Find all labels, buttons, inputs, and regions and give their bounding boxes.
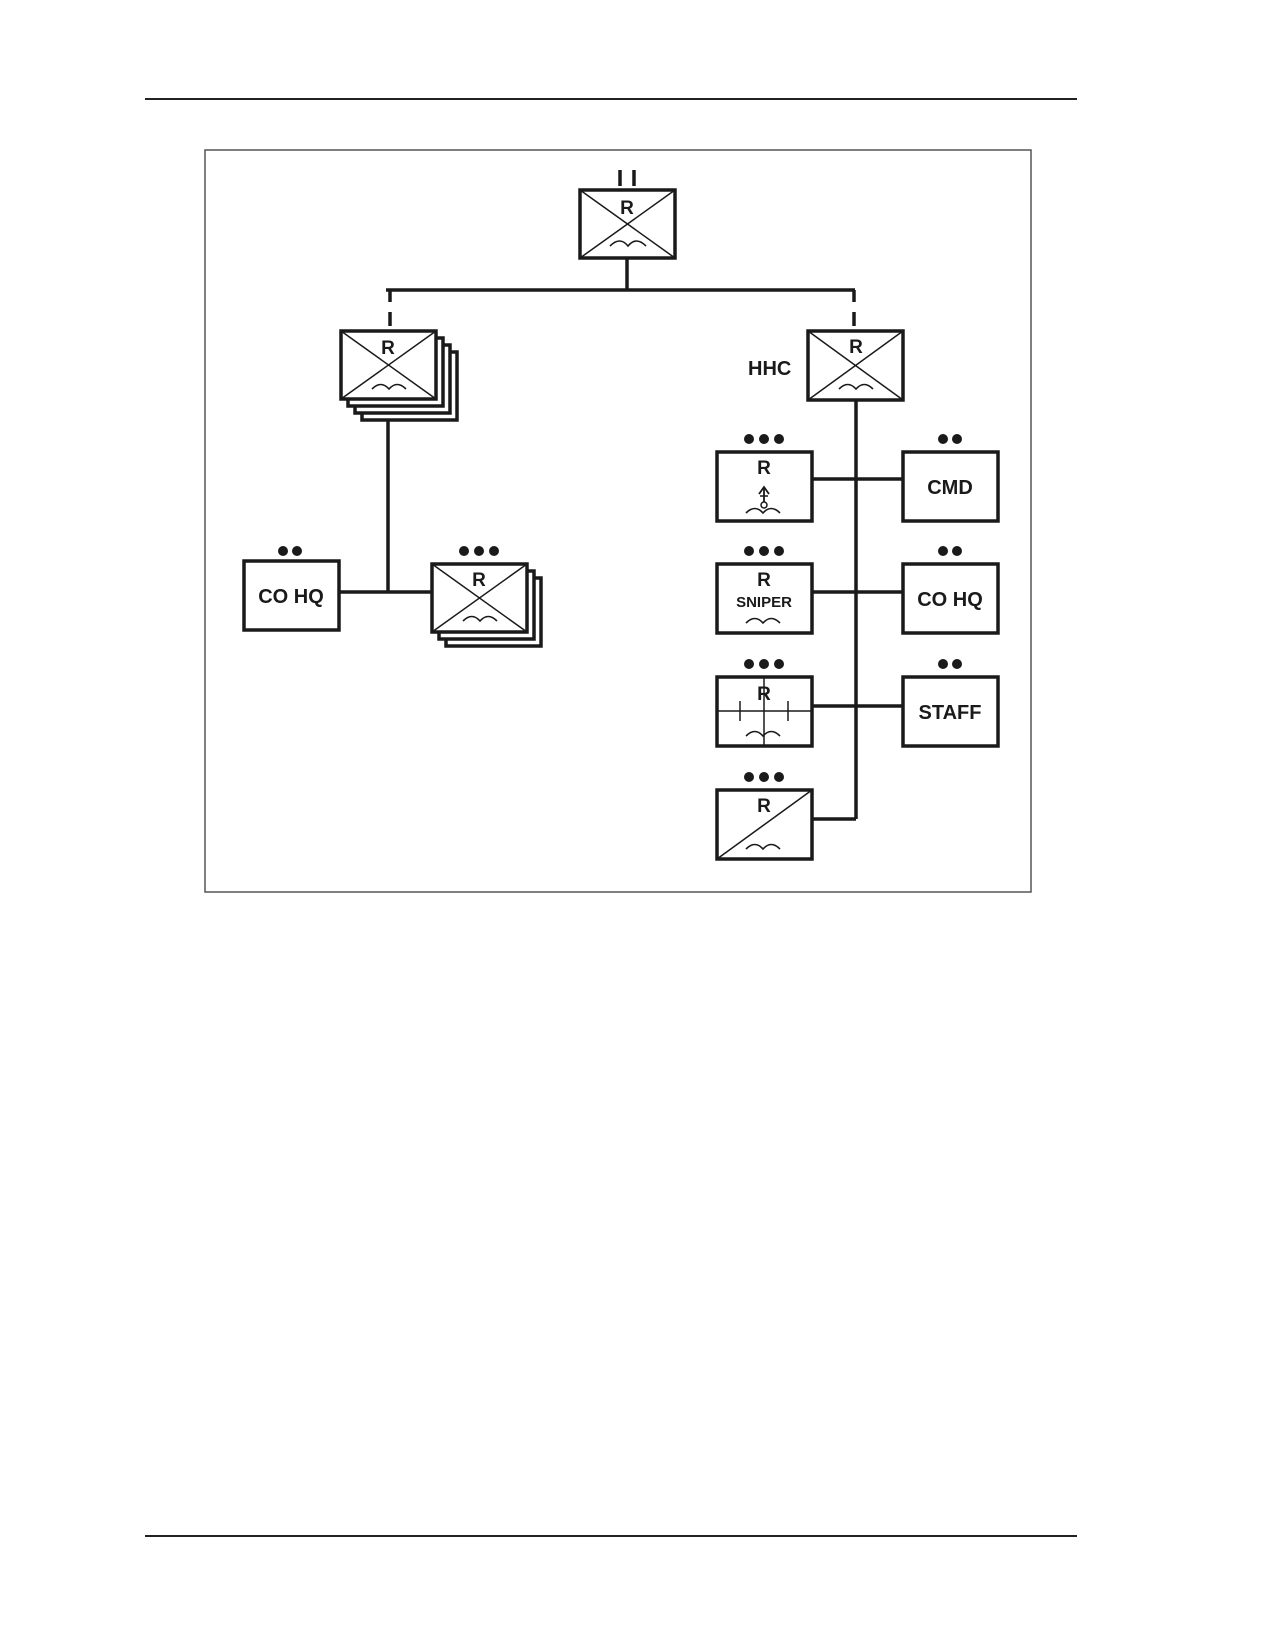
staff-label: STAFF xyxy=(919,702,982,724)
mountain-icon xyxy=(745,507,781,515)
right-co-hq-label: CO HQ xyxy=(917,589,983,611)
bottom-platoon-echelon-icon xyxy=(744,772,784,782)
scout-platoon-symbol xyxy=(715,675,814,748)
scout-platoon-echelon-icon xyxy=(744,659,784,669)
rifle-platoon-stack xyxy=(430,562,543,648)
battalion-letter: R xyxy=(620,198,634,219)
rifle-company-letter: R xyxy=(381,338,395,359)
mountain-icon xyxy=(745,617,781,625)
mountain-icon xyxy=(609,240,647,248)
mountain-icon xyxy=(371,383,407,391)
bottom-page-rule xyxy=(145,1535,1077,1537)
staff-box xyxy=(901,675,1000,748)
rifle-platoon-echelon-icon xyxy=(459,546,499,556)
scout-platoon-letter: R xyxy=(757,684,771,705)
left-co-hq-label: CO HQ xyxy=(258,586,324,608)
mountain-icon xyxy=(745,843,781,851)
battalion-echelon-icon xyxy=(618,170,636,186)
cmd-label: CMD xyxy=(927,477,973,499)
mountain-icon xyxy=(745,730,781,738)
bottom-platoon-symbol xyxy=(715,788,814,861)
bottom-platoon-letter: R xyxy=(757,796,771,817)
hhc-letter: R xyxy=(849,337,863,358)
right-co-hq-section-icon xyxy=(938,546,962,556)
mortar-platoon-symbol xyxy=(715,450,814,523)
mountain-icon xyxy=(838,383,874,391)
sniper-platoon-echelon-icon xyxy=(744,546,784,556)
rifle-platoon-letter: R xyxy=(472,570,486,591)
right-co-hq-box xyxy=(901,562,1000,635)
figure-frame xyxy=(204,149,1032,893)
top-page-rule xyxy=(145,98,1077,100)
cmd-section-icon xyxy=(938,434,962,444)
sniper-label: SNIPER xyxy=(736,594,792,611)
cmd-box xyxy=(901,450,1000,523)
sniper-platoon-letter: R xyxy=(757,570,771,591)
left-co-hq-section-icon xyxy=(278,546,302,556)
hhc-connectors xyxy=(812,400,903,821)
company-connectors xyxy=(339,421,432,594)
mountain-icon xyxy=(462,615,498,623)
staff-section-icon xyxy=(938,659,962,669)
hhc-label: HHC xyxy=(748,358,791,380)
battalion-connectors xyxy=(386,258,856,326)
rifle-company-stack xyxy=(339,329,459,422)
sniper-platoon-symbol xyxy=(715,562,814,635)
mortar-platoon-letter: R xyxy=(757,458,771,479)
mortar-platoon-echelon-icon xyxy=(744,434,784,444)
left-co-hq-box xyxy=(242,559,341,632)
